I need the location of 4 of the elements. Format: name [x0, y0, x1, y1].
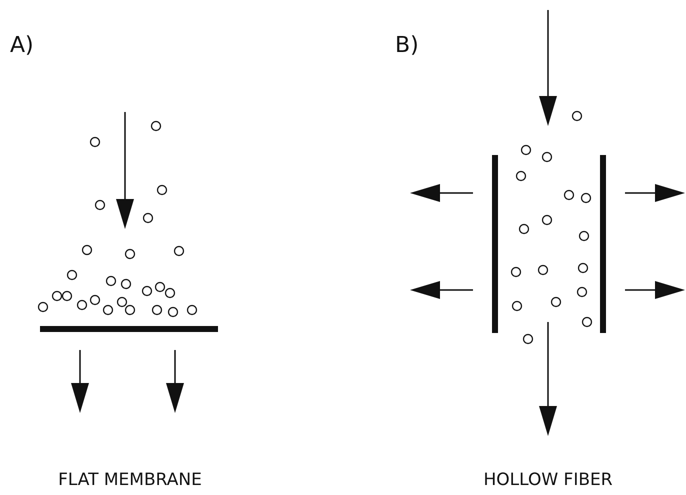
panel-caption: FLAT MEMBRANE	[58, 470, 202, 490]
panel-label: A)	[10, 33, 34, 58]
panel-caption: HOLLOW FIBER	[483, 470, 613, 490]
panel-label: B)	[395, 33, 419, 58]
